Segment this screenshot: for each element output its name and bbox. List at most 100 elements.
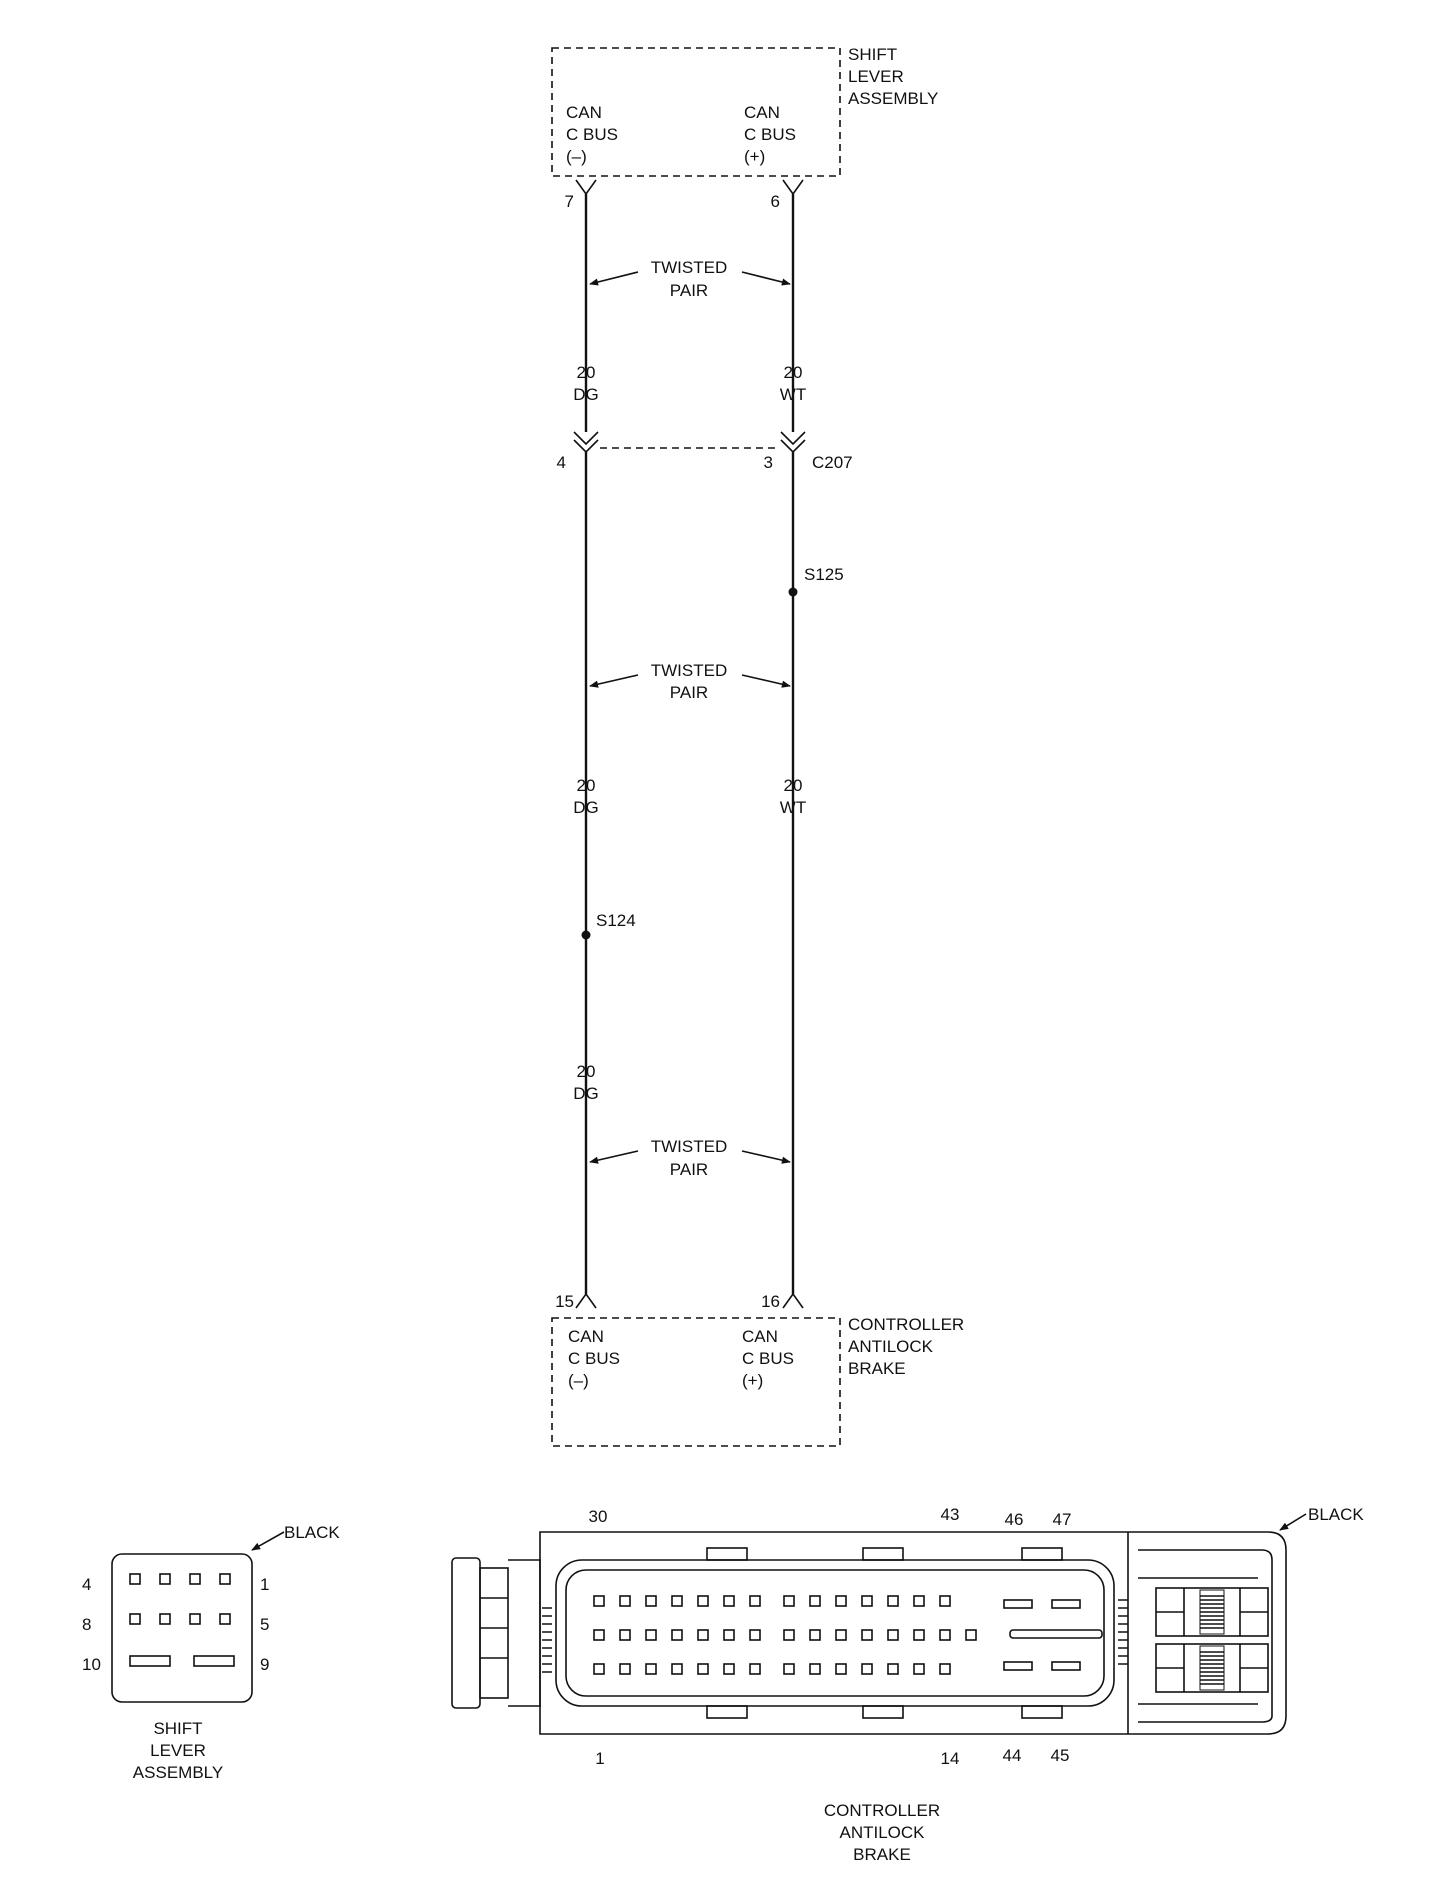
twisted-pair-3-left-arrow (589, 1150, 639, 1164)
abs-name-line2: ANTILOCK (848, 1337, 934, 1356)
abs-conn-pin-cavity (965, 1629, 977, 1641)
shift-lever-connector-pins (129, 1573, 235, 1667)
wt-color-label-1: WT (780, 385, 806, 404)
abs-pos-line1: CAN (742, 1327, 778, 1346)
splice-s125-label: S125 (804, 565, 844, 584)
shift-lever-name-line2: LEVER (848, 67, 904, 86)
shift-lever-pin7-terminal (575, 179, 597, 196)
abs-conn-pin-cavity (749, 1629, 761, 1641)
abs-conn-pin-cavity (835, 1595, 847, 1607)
abs-conn-pin43: 43 (941, 1505, 960, 1524)
abs-conn-pin-cavity (861, 1663, 873, 1675)
abs-conn-pin-cavity (645, 1595, 657, 1607)
shift-conn-color-arrow (251, 1531, 285, 1551)
shift-conn-pin1: 1 (260, 1575, 269, 1594)
abs-conn-key-bottom-3 (1021, 1705, 1063, 1719)
abs-conn-pin45: 45 (1051, 1746, 1070, 1765)
abs-conn-pin-cavity (671, 1629, 683, 1641)
twisted-pair-1-left-arrow (589, 271, 639, 286)
shift-conn-pin5: 5 (260, 1615, 269, 1634)
abs-conn-wide-terminal (1009, 1629, 1103, 1639)
abs-conn-pin14: 14 (941, 1749, 960, 1768)
c207-right-chevron-2 (780, 439, 806, 454)
shift-lever-pin6-terminal (782, 179, 804, 196)
abs-conn-pin30: 30 (589, 1507, 608, 1526)
abs-conn-left-ribs (542, 1607, 552, 1673)
abs-conn-pin-cavity (783, 1595, 795, 1607)
circuit-wires (584, 194, 795, 1294)
twisted-pair-callout-3: TWISTED PAIR (589, 1137, 791, 1179)
abs-pos-line2: C BUS (742, 1349, 794, 1368)
abs-conn-pin-cavity (809, 1629, 821, 1641)
abs-conn-pin-cavity (593, 1595, 605, 1607)
abs-conn-pin-cavity (887, 1629, 899, 1641)
abs-conn-left-latch-step (479, 1567, 509, 1699)
c207-left-chevron-2 (573, 439, 599, 454)
twisted-pair-2-right-arrow (741, 674, 791, 688)
abs-conn-pin46: 46 (1005, 1510, 1024, 1529)
abs-conn-pin-cavity (861, 1595, 873, 1607)
abs-conn-pin-cavity (749, 1663, 761, 1675)
abs-conn-label-line3: BRAKE (853, 1845, 911, 1864)
twisted-pair-2-line1: TWISTED (651, 661, 728, 680)
abs-conn-lock-frame (1138, 1549, 1273, 1723)
dg-color-label-3: DG (573, 1084, 599, 1103)
abs-conn-large-terminal-44side (1003, 1661, 1033, 1671)
twisted-pair-3-line2: PAIR (670, 1160, 708, 1179)
abs-conn-pin-cavity (783, 1663, 795, 1675)
abs-neg-line1: CAN (568, 1327, 604, 1346)
connector-c207: 4 3 C207 (557, 431, 853, 472)
c207-left-chevron-1 (573, 431, 599, 446)
shift-conn-label-line1: SHIFT (153, 1719, 202, 1738)
abs-conn-color-arrow (1279, 1513, 1307, 1531)
abs-conn-left-latch (451, 1557, 481, 1709)
abs-conn-pin-cavity (749, 1595, 761, 1607)
shift-lever-outline (551, 47, 841, 177)
abs-conn-label-line2: ANTILOCK (839, 1823, 925, 1842)
c207-pin4: 4 (557, 453, 566, 472)
abs-conn-housing (539, 1531, 1287, 1735)
abs-conn-key-bottom-2 (862, 1705, 904, 1719)
abs-name-line3: BRAKE (848, 1359, 906, 1378)
abs-conn-key-top-3 (1021, 1547, 1063, 1561)
shift-lever-pos-line2: C BUS (744, 125, 796, 144)
dg-gauge-label-2: 20 (577, 776, 596, 795)
shift-conn-pin8: 8 (82, 1615, 91, 1634)
abs-conn-pin-cavity (645, 1663, 657, 1675)
abs-conn-pin-cavity (913, 1629, 925, 1641)
abs-conn-pin-cavity (593, 1629, 605, 1641)
abs-conn-pin-cavity (861, 1629, 873, 1641)
shift-lever-neg-line2: C BUS (566, 125, 618, 144)
abs-conn-pin-cavity (723, 1629, 735, 1641)
abs-pin16-terminal (782, 1292, 804, 1309)
abs-conn-key-top-1 (706, 1547, 748, 1561)
shift-lever-pos-line3: (+) (744, 147, 765, 166)
abs-conn-left-flange (508, 1559, 541, 1707)
abs-conn-pin-cavity (835, 1629, 847, 1641)
abs-conn-pin-cavity (671, 1663, 683, 1675)
shift-conn-pin10: 10 (82, 1655, 101, 1674)
abs-pin16-number: 16 (761, 1292, 780, 1311)
abs-connector-view: BLACK 30 43 46 47 1 14 44 45 CONTROLLER … (451, 1505, 1364, 1864)
abs-conn-pin-cavity (887, 1595, 899, 1607)
c207-label: C207 (812, 453, 853, 472)
abs-conn-pin-cavity (697, 1663, 709, 1675)
abs-pos-line3: (+) (742, 1371, 763, 1390)
shift-lever-assembly: SHIFT LEVER ASSEMBLY CAN C BUS (–) CAN C… (551, 45, 938, 211)
abs-conn-pin-cavity (913, 1595, 925, 1607)
abs-conn-pin-cavity (723, 1595, 735, 1607)
abs-conn-pin-cavity (619, 1629, 631, 1641)
twisted-pair-2-left-arrow (589, 674, 639, 688)
c207-right-chevron-1 (780, 431, 806, 446)
abs-conn-pin1: 1 (595, 1749, 604, 1768)
splice-s125-dot (788, 587, 798, 597)
abs-conn-pin-cavity (697, 1629, 709, 1641)
abs-conn-pin-cavity (835, 1663, 847, 1675)
abs-conn-pin-cavity (645, 1629, 657, 1641)
splice-s124-label: S124 (596, 911, 636, 930)
abs-conn-pin-cavity (697, 1595, 709, 1607)
dg-gauge-label-3: 20 (577, 1062, 596, 1081)
wt-gauge-label-2: 20 (784, 776, 803, 795)
abs-conn-pin-cavity (619, 1663, 631, 1675)
